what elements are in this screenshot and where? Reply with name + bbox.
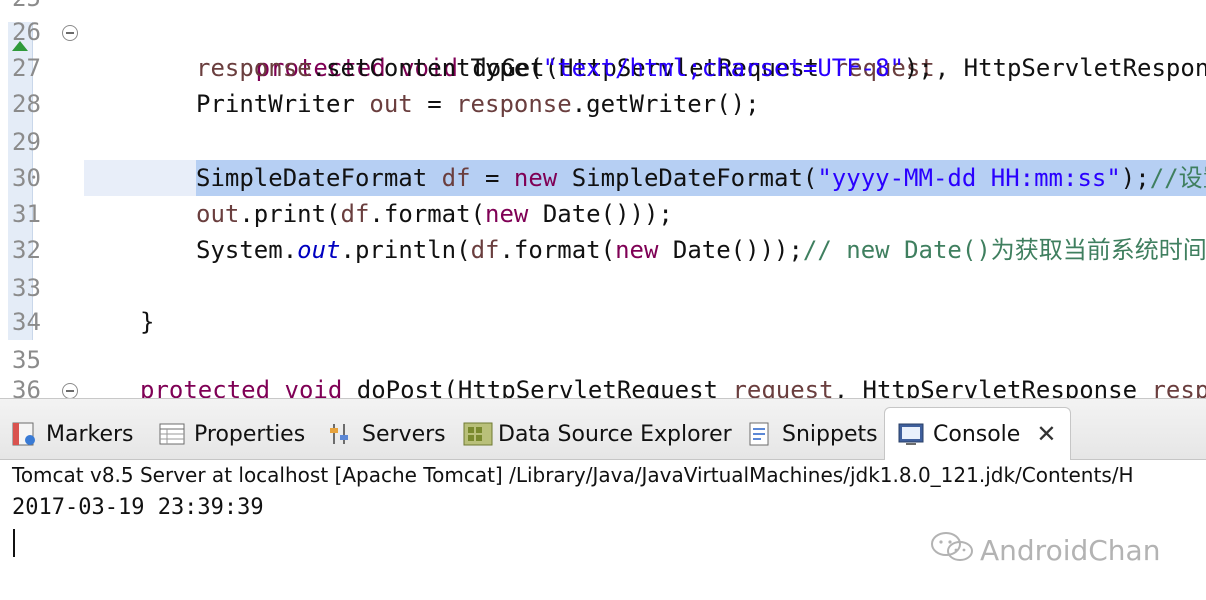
code-line[interactable]: 36 protected void doPost(HttpServletRequ… xyxy=(0,372,1206,398)
code-token: response xyxy=(196,54,312,82)
panel-tab-bar: Markers Properties xyxy=(0,399,1206,460)
code-token: df xyxy=(340,200,370,228)
code-text: System.out.println(df.format(new Date())… xyxy=(196,236,1206,264)
tab-label: Data Source Explorer xyxy=(498,421,732,447)
tab-markers[interactable]: Markers xyxy=(10,411,134,457)
code-token: "text/html;charset=UTF-8" xyxy=(542,54,905,82)
code-token: void xyxy=(284,376,343,398)
tab-label: Snippets xyxy=(782,421,878,447)
watermark: AndroidChan xyxy=(930,530,1160,571)
code-line[interactable]: 29 xyxy=(0,124,1206,160)
code-text: protected void doGet(HttpServletRequest … xyxy=(255,54,1206,82)
console-output-text[interactable]: 2017-03-19 23:39:39 xyxy=(12,495,264,520)
watermark-text: AndroidChan xyxy=(980,534,1161,567)
code-token: df xyxy=(441,164,471,192)
code-line[interactable]: 25 xyxy=(0,0,1206,16)
code-token: out xyxy=(297,236,341,264)
code-text: protected void doPost(HttpServletRequest… xyxy=(140,372,1206,398)
console-icon xyxy=(897,420,925,448)
change-marker-strip xyxy=(8,22,33,340)
code-comment: // new Date()为获取当前系统时间 xyxy=(802,236,1206,264)
markers-icon xyxy=(10,420,38,448)
selected-code-text: SimpleDateFormat df = new SimpleDateForm… xyxy=(196,160,1206,196)
code-line[interactable]: 34 } xyxy=(0,304,1206,340)
code-token: new xyxy=(513,164,558,192)
code-text: } xyxy=(140,308,155,336)
code-token: out xyxy=(196,200,240,228)
code-line[interactable]: 31 out.print(df.format(new Date())); xyxy=(0,196,1206,232)
code-token: df xyxy=(470,236,500,264)
code-token: protected xyxy=(255,54,386,82)
line-number: 25 xyxy=(12,0,68,16)
current-code-line[interactable]: 30 SimpleDateFormat df = new SimpleDateF… xyxy=(12,160,1206,196)
tab-label: Markers xyxy=(46,421,134,447)
tab-label: Properties xyxy=(194,421,306,447)
properties-icon xyxy=(158,420,186,448)
line-number: 35 xyxy=(12,346,41,374)
line-number: 30 xyxy=(12,164,41,192)
code-token: "yyyy-MM-dd HH:mm:ss" xyxy=(817,164,1121,192)
line-number: 33 xyxy=(12,274,41,302)
code-token: new xyxy=(615,236,659,264)
tab-label: Servers xyxy=(362,421,446,447)
code-line[interactable]: 27 response.setContentType("text/html;ch… xyxy=(0,50,1206,86)
data-source-explorer-icon xyxy=(462,420,493,448)
close-icon[interactable]: ✕ xyxy=(1036,420,1057,448)
console-process-label: Tomcat v8.5 Server at localhost [Apache … xyxy=(12,463,1134,487)
tab-snippets[interactable]: Snippets xyxy=(746,411,878,457)
code-token: request xyxy=(732,376,834,398)
code-token: void xyxy=(400,54,458,82)
code-token: new xyxy=(485,200,529,228)
code-line[interactable]: 26 protected void doGet(HttpServletReque… xyxy=(0,14,1206,82)
line-number: 34 xyxy=(12,308,41,336)
code-text: out.print(df.format(new Date())); xyxy=(196,200,673,228)
line-number: 36 xyxy=(12,376,41,398)
tab-label: Console xyxy=(933,421,1021,447)
fold-collapse-icon[interactable] xyxy=(62,25,78,41)
code-token: protected xyxy=(140,376,271,398)
code-text: response.setContentType("text/html;chars… xyxy=(196,54,933,82)
fold-collapse-icon[interactable] xyxy=(62,383,78,398)
code-token: response xyxy=(456,90,572,118)
code-token: out xyxy=(369,90,413,118)
bottom-panel: Markers Properties xyxy=(0,398,1206,600)
code-line[interactable]: 28 PrintWriter out = response.getWriter(… xyxy=(0,86,1206,122)
override-triangle-icon[interactable] xyxy=(12,41,28,51)
line-number: 31 xyxy=(12,200,41,228)
wechat-icon xyxy=(930,530,974,571)
tab-servers[interactable]: Servers xyxy=(326,411,446,457)
line-number: 28 xyxy=(12,90,41,118)
servers-icon xyxy=(326,420,354,448)
line-number: 27 xyxy=(12,54,41,82)
code-line[interactable]: 32 System.out.println(df.format(new Date… xyxy=(0,232,1206,268)
code-line[interactable]: 35 xyxy=(0,342,1206,378)
line-number: 29 xyxy=(12,128,41,156)
code-text: PrintWriter out = response.getWriter(); xyxy=(196,90,760,118)
line-number: 32 xyxy=(12,236,41,264)
code-token: request xyxy=(833,54,935,82)
code-line[interactable]: 33 xyxy=(0,270,1206,306)
tab-properties[interactable]: Properties xyxy=(158,411,305,457)
code-comment: //设置日 xyxy=(1149,164,1206,192)
code-editor[interactable]: 25 26 protected void doGet(HttpServletRe… xyxy=(0,0,1206,398)
tab-console[interactable]: Console ✕ xyxy=(884,407,1072,460)
text-caret xyxy=(13,529,15,557)
tab-data-source-explorer[interactable]: Data Source Explorer xyxy=(462,411,732,457)
snippets-icon xyxy=(746,420,774,448)
code-token: respon xyxy=(1151,376,1206,398)
